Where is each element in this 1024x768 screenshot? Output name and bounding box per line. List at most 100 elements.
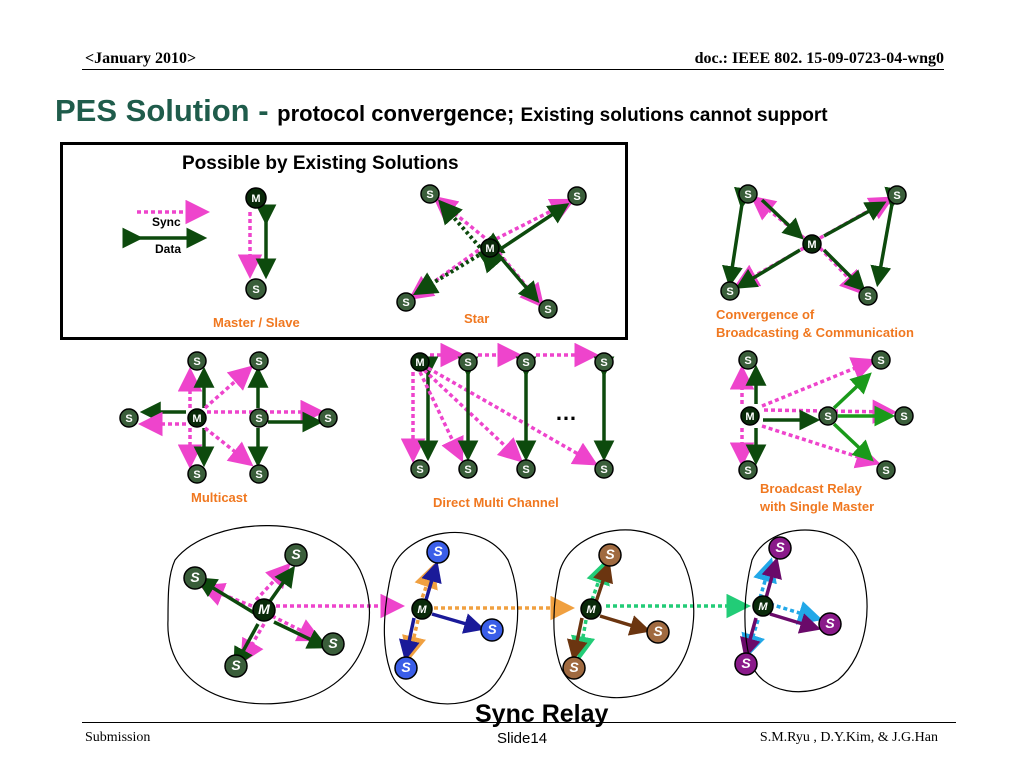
slave-node: S (458, 459, 478, 479)
svg-text:S: S (893, 190, 900, 202)
cv-data-arrow (735, 248, 801, 289)
g2-data-arrow (421, 560, 442, 601)
slave-node: S (646, 620, 670, 644)
caption-master-slave: Master / Slave (213, 315, 300, 330)
box-title: Possible by Existing Solutions (182, 153, 459, 174)
svg-text:S: S (741, 655, 751, 671)
group-outline-layer (167, 525, 868, 705)
footer-divider (82, 722, 956, 723)
slave-node: S (396, 292, 416, 312)
g2-data-arrow (398, 617, 420, 662)
footer-authors: S.M.Ryu , D.Y.Kim, & J.G.Han (759, 730, 938, 745)
slave-node: S (321, 632, 345, 656)
slave-node: S (738, 350, 758, 370)
relay-group-outline (744, 529, 868, 693)
cv-master-node: M (802, 234, 822, 254)
svg-text:S: S (426, 189, 433, 201)
svg-text:S: S (522, 464, 529, 476)
slave-node: S (738, 460, 758, 480)
legend-data-label: Data (155, 242, 182, 256)
g4-sync-arrow (769, 601, 823, 625)
slave-node: S (768, 536, 792, 560)
svg-text:S: S (255, 469, 262, 481)
slave-node: S (284, 543, 308, 567)
svg-text:S: S (882, 465, 889, 477)
svg-text:S: S (877, 355, 884, 367)
caption-direct-multi-channel: Direct Multi Channel (433, 495, 559, 510)
header-doc-id: doc.: IEEE 802. 15-09-0723-04-wng0 (694, 50, 944, 67)
slave-node: S (594, 352, 614, 372)
svg-text:M: M (258, 601, 270, 617)
g3-master-node: M (580, 598, 602, 620)
svg-text:S: S (252, 284, 259, 296)
star-data-arrow (477, 203, 570, 270)
g4-sync-arrow (741, 619, 765, 659)
footer-slide-number: Slide14 (497, 730, 548, 747)
slave-node: S (249, 351, 269, 371)
slave-node: S (426, 540, 450, 564)
svg-text:S: S (653, 623, 663, 639)
star-master-node: M (480, 238, 500, 258)
dmc-sync-arrow (427, 366, 599, 466)
ellipsis-more-channels: … (555, 400, 577, 425)
legend-sync-label: Sync (152, 215, 181, 229)
svg-text:S: S (231, 657, 241, 673)
cv-data-arrow (870, 186, 906, 288)
svg-text:S: S (464, 357, 471, 369)
slave-node: S (738, 184, 758, 204)
svg-text:S: S (402, 297, 409, 309)
g3-data-arrow (593, 561, 613, 603)
title-main: PES Solution - (55, 93, 278, 128)
svg-text:S: S (255, 356, 262, 368)
svg-text:M: M (192, 413, 201, 425)
slave-node: S (516, 352, 536, 372)
slave-node: S (119, 408, 139, 428)
slave-node: S (871, 350, 891, 370)
slave-node: S (720, 281, 740, 301)
star-sync-arrow (489, 198, 576, 244)
dmc-master-node: M (410, 352, 430, 372)
mc-sync-arrow (203, 426, 254, 467)
caption-multicast: Multicast (191, 490, 248, 505)
caption-star: Star (464, 311, 490, 326)
g1-master-node: M (252, 598, 276, 622)
svg-text:M: M (586, 604, 596, 616)
svg-text:S: S (255, 413, 262, 425)
svg-text:S: S (825, 615, 835, 631)
g1-data-arrow (266, 565, 296, 606)
svg-text:M: M (745, 411, 754, 423)
slave-node: S (249, 408, 269, 428)
slave-node: S (420, 184, 440, 204)
svg-text:S: S (744, 355, 751, 367)
svg-text:S: S (324, 413, 331, 425)
svg-text:M: M (807, 239, 816, 251)
star-sync-arrow (432, 195, 492, 244)
svg-text:S: S (328, 635, 338, 651)
g4-data-arrow (769, 612, 822, 634)
slave-node: S (516, 459, 536, 479)
svg-text:S: S (744, 465, 751, 477)
slave-node: S (876, 460, 896, 480)
ms-slave-node: S (245, 278, 267, 300)
slave-node: S (887, 185, 907, 205)
svg-text:S: S (744, 189, 751, 201)
svg-text:S: S (433, 543, 443, 559)
mc-master-node: M (187, 408, 207, 428)
br-relay-arrow (832, 422, 874, 462)
caption-broadcast-relay-line2: with Single Master (760, 499, 875, 514)
relay-group-outline (553, 529, 695, 699)
slave-node: S (318, 408, 338, 428)
caption-convergence-line1: Convergence of (716, 307, 815, 322)
title-sub2: Existing solutions cannot support (520, 105, 828, 126)
slave-node: S (567, 186, 587, 206)
cv-data-arrow (823, 201, 887, 238)
title-sub: protocol convergence; (277, 101, 521, 126)
star-data-arrow (477, 233, 540, 303)
slave-node: S (458, 352, 478, 372)
svg-text:S: S (605, 546, 615, 562)
svg-text:S: S (416, 464, 423, 476)
svg-text:S: S (726, 286, 733, 298)
br-master-node: M (740, 406, 760, 426)
slave-node: S (818, 612, 842, 636)
